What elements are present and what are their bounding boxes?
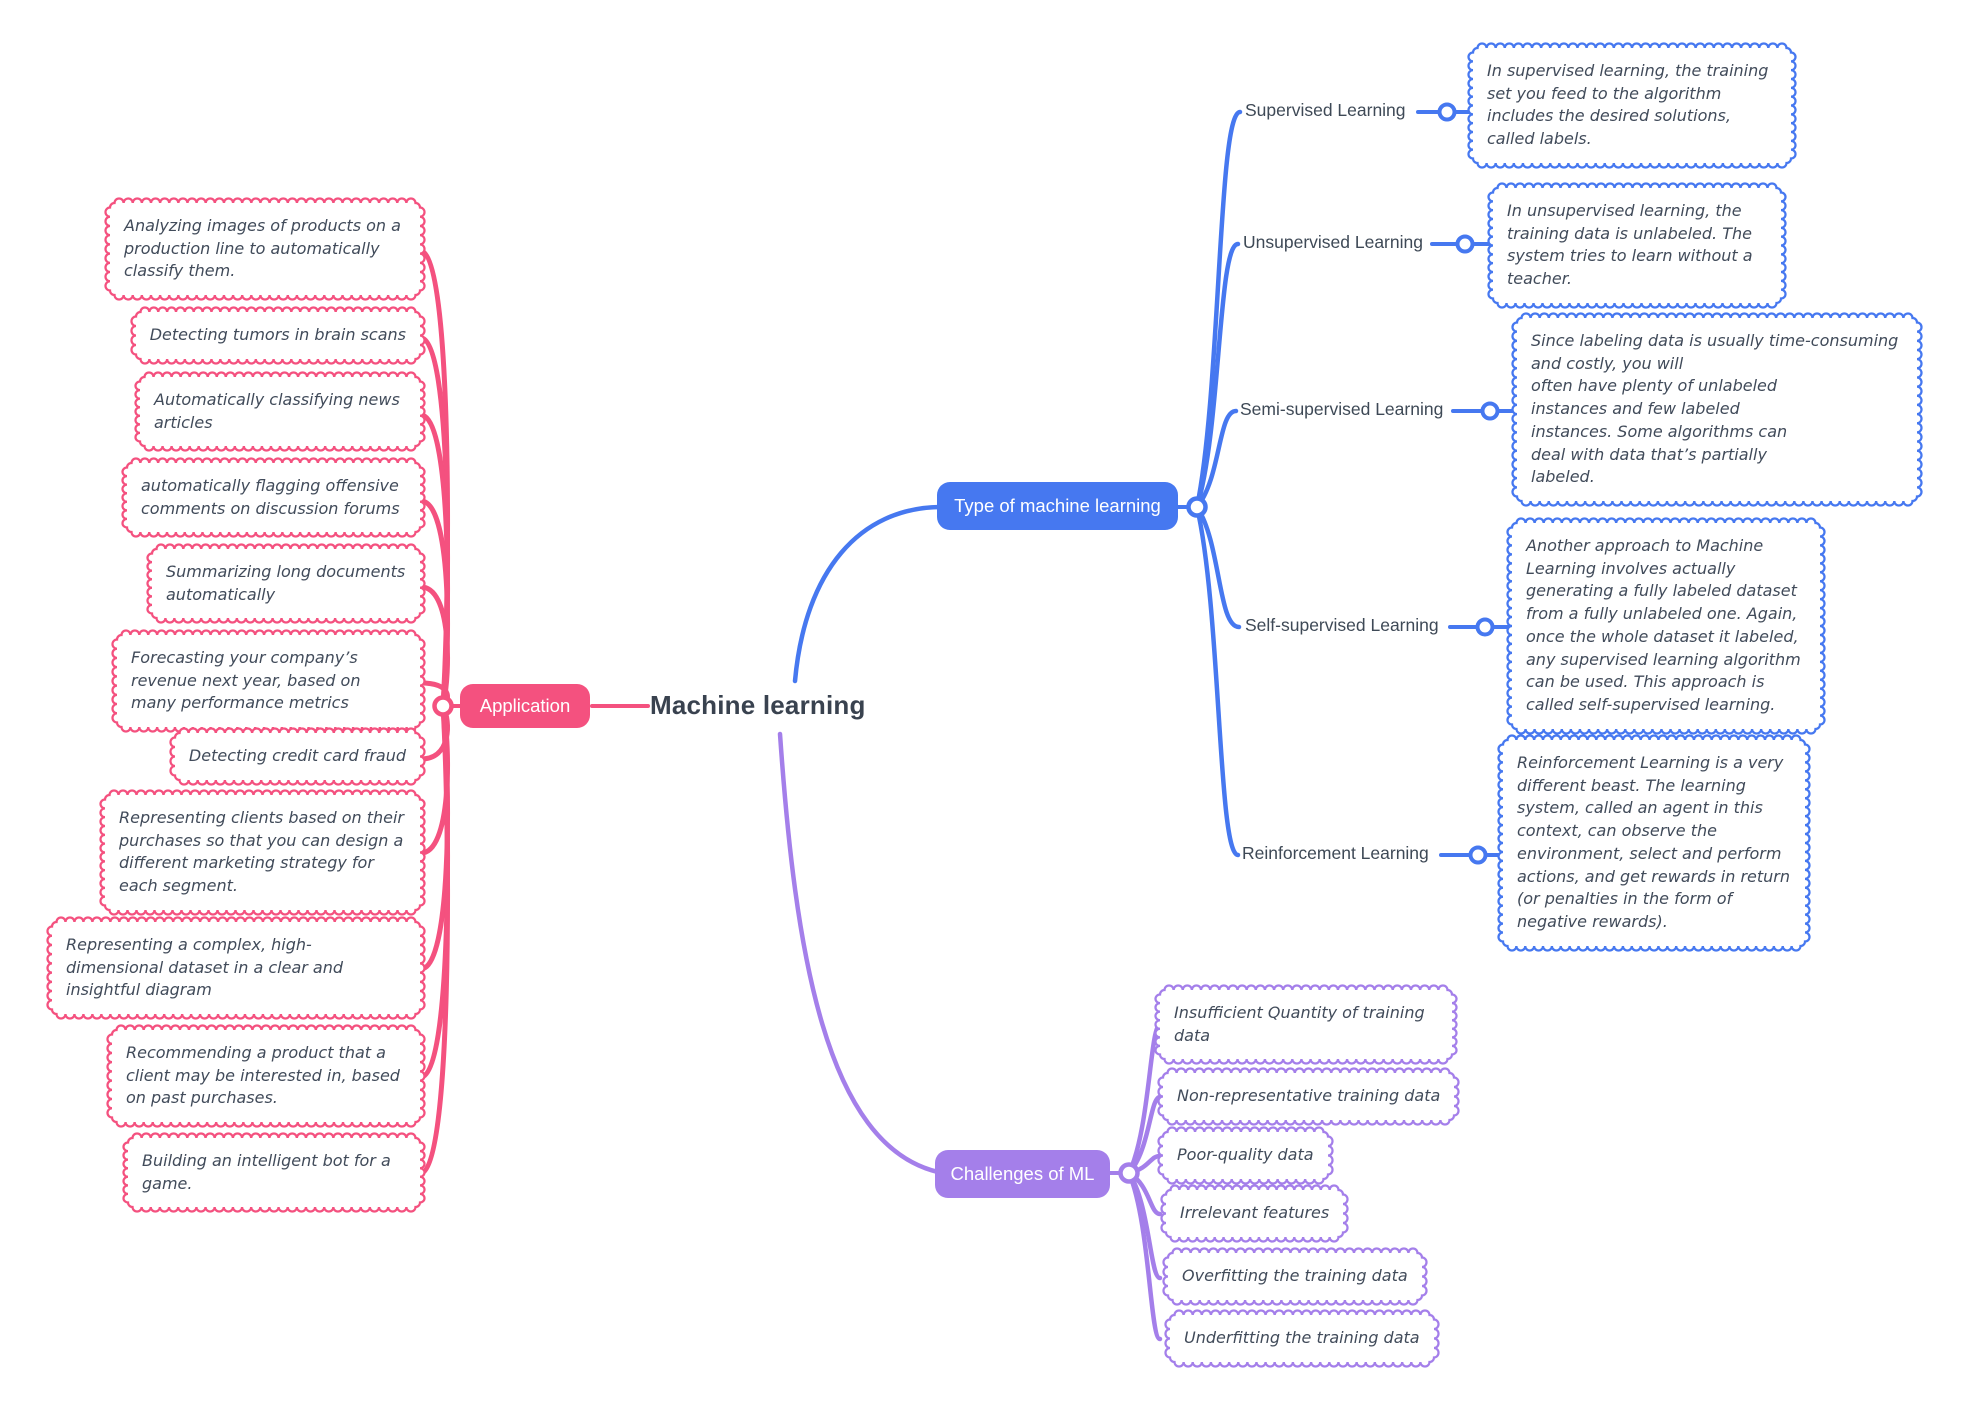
connector-root-types xyxy=(792,504,943,684)
connector-type-item xyxy=(1194,109,1243,510)
scallop-border xyxy=(1506,517,1826,735)
challenge-leaf[interactable]: Insufficient Quantity of training data xyxy=(1154,984,1458,1065)
challenge-leaf[interactable]: Overfitting the training data xyxy=(1162,1247,1428,1306)
branch-node-challenges[interactable]: Challenges of ML xyxy=(935,1150,1110,1198)
scallop-border xyxy=(169,727,426,786)
connector-root-challenges xyxy=(777,731,941,1175)
challenges-collapse-toggle[interactable] xyxy=(1118,1162,1140,1184)
scallop-border xyxy=(122,1132,426,1213)
branch-node-application-label: Application xyxy=(479,695,571,716)
type-item-reinforcement[interactable]: Reinforcement Learning xyxy=(1242,843,1429,863)
semi-supervised-collapse-toggle[interactable] xyxy=(1480,401,1500,421)
scallop-border xyxy=(1154,984,1458,1065)
connector-type-item xyxy=(1194,408,1239,510)
connector-type-item xyxy=(1194,241,1241,510)
application-leaf[interactable]: Analyzing images of products on a produc… xyxy=(104,197,426,301)
scallop-border xyxy=(1487,182,1787,309)
application-leaf[interactable]: Detecting credit card fraud xyxy=(169,727,426,786)
type-description-semi-supervised[interactable]: Since labeling data is usually time-cons… xyxy=(1511,312,1923,507)
type-description-self-supervised[interactable]: Another approach to Machine Learning inv… xyxy=(1506,517,1826,735)
type-description-reinforcement[interactable]: Reinforcement Learning is a very differe… xyxy=(1497,734,1811,952)
application-leaf[interactable]: Recommending a product that a client may… xyxy=(106,1024,426,1128)
scallop-border xyxy=(1157,1126,1334,1185)
type-item-unsupervised[interactable]: Unsupervised Learning xyxy=(1243,232,1423,252)
scallop-border xyxy=(111,629,426,733)
scallop-border xyxy=(1162,1247,1428,1306)
scallop-border xyxy=(1157,1067,1460,1126)
scallop-border xyxy=(1467,42,1797,169)
branch-node-types[interactable]: Type of machine learning xyxy=(937,482,1178,530)
challenge-leaf[interactable]: Irrelevant features xyxy=(1160,1184,1349,1243)
scallop-border xyxy=(134,371,426,452)
connector-application-leaf xyxy=(418,703,451,1176)
supervised-collapse-toggle[interactable] xyxy=(1437,102,1457,122)
self-supervised-collapse-toggle[interactable] xyxy=(1475,617,1495,637)
reinforcement-collapse-toggle[interactable] xyxy=(1468,845,1488,865)
scallop-border xyxy=(130,306,426,365)
connector-type-item xyxy=(1194,504,1242,630)
scallop-border xyxy=(106,1024,426,1128)
unsupervised-collapse-toggle[interactable] xyxy=(1455,234,1475,254)
application-leaf[interactable]: Forecasting your company’s revenue next … xyxy=(111,629,426,733)
branch-node-application[interactable]: Application xyxy=(460,684,590,728)
type-item-self-supervised[interactable]: Self-supervised Learning xyxy=(1245,615,1439,635)
application-collapse-toggle[interactable] xyxy=(432,695,454,717)
application-leaf[interactable]: Automatically classifying news articles xyxy=(134,371,426,452)
branch-node-types-label: Type of machine learning xyxy=(954,495,1161,516)
types-collapse-toggle[interactable] xyxy=(1186,496,1208,518)
challenge-leaf[interactable]: Underfitting the training data xyxy=(1164,1309,1440,1368)
application-leaf[interactable]: Summarizing long documents automatically xyxy=(146,543,426,624)
application-leaf[interactable]: Detecting tumors in brain scans xyxy=(130,306,426,365)
scallop-border xyxy=(1164,1309,1440,1368)
type-item-supervised[interactable]: Supervised Learning xyxy=(1245,100,1406,120)
scallop-border xyxy=(104,197,426,301)
scallop-border xyxy=(121,457,426,538)
scallop-border xyxy=(1511,312,1923,507)
challenge-leaf[interactable]: Poor-quality data xyxy=(1157,1126,1334,1185)
root-node-title[interactable]: Machine learning xyxy=(650,690,866,720)
application-leaf[interactable]: Building an intelligent bot for a game. xyxy=(122,1132,426,1213)
scallop-border xyxy=(46,916,426,1020)
application-leaf[interactable]: Representing a complex, high-dimensional… xyxy=(46,916,426,1020)
scallop-border xyxy=(146,543,426,624)
scallop-border xyxy=(99,789,426,916)
branch-node-challenges-label: Challenges of ML xyxy=(950,1163,1095,1184)
scallop-border xyxy=(1160,1184,1349,1243)
type-description-unsupervised[interactable]: In unsupervised learning, the training d… xyxy=(1487,182,1787,309)
type-description-supervised[interactable]: In supervised learning, the training set… xyxy=(1467,42,1797,169)
challenge-leaf[interactable]: Non-representative training data xyxy=(1157,1067,1460,1126)
application-leaf[interactable]: automatically flagging offensive comment… xyxy=(121,457,426,538)
type-item-semi-supervised[interactable]: Semi-supervised Learning xyxy=(1240,399,1444,419)
connector-challenge-leaf xyxy=(1126,1170,1163,1342)
scallop-border xyxy=(1497,734,1811,952)
application-leaf[interactable]: Representing clients based on their purc… xyxy=(99,789,426,916)
connector-type-item xyxy=(1194,504,1241,858)
